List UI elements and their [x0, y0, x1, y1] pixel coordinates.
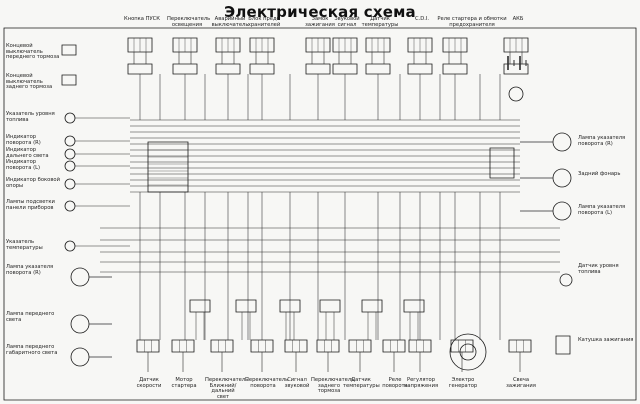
- plug-light-switch: [173, 64, 197, 74]
- coil-ignition-coil: [556, 336, 570, 354]
- label-light-switch: Переключатель освещения: [167, 16, 211, 28]
- plug-emergency-switch: [216, 64, 240, 74]
- connector-horn-button: [285, 340, 307, 352]
- lamp-front-turn-right: [71, 268, 89, 286]
- label-generator: Электро генератор: [448, 377, 478, 389]
- right-junction-block: [490, 148, 514, 178]
- connector-spark-plug: [509, 340, 531, 352]
- plug-battery: [504, 64, 528, 74]
- label-ignition-coil: Катушка зажигания: [578, 337, 634, 343]
- label-horn-button: Сигнал звуковой: [284, 377, 310, 389]
- label-rear-turn-left: Лампа указателя поворота (L): [578, 204, 626, 216]
- label-fuel-level-indicator: Указатель уровня топлива: [6, 111, 55, 123]
- connector-relay-turn: [383, 340, 405, 352]
- label-high-low-switch: Переключатель Ближний/дальний свет: [205, 377, 249, 400]
- lamp-fuel-level-indicator: [65, 113, 75, 123]
- diagram-frame: [4, 28, 636, 400]
- plug-cdi: [408, 64, 432, 74]
- lamp-headlight-high: [71, 348, 89, 366]
- lamp-side-stand-indicator: [65, 179, 75, 189]
- sensor-fuel-level-sensor: [560, 274, 572, 286]
- switch-rear-brake-switch: [62, 75, 76, 85]
- mid-connector: [236, 300, 256, 312]
- diagram-title: Электрическая схема: [224, 3, 416, 21]
- plug-starter-relay: [443, 64, 467, 74]
- label-turn-switch: Переключатель поворота: [245, 377, 289, 389]
- junction-block: [148, 142, 188, 192]
- label-temp-sensor-top: Датчик температуры: [361, 16, 399, 28]
- mid-connector: [404, 300, 424, 312]
- label-turn-indicator-left: Индикатор поворота (L): [6, 159, 41, 171]
- lamp-rear-turn-left: [553, 202, 571, 220]
- lamp-high-beam-indicator: [65, 149, 75, 159]
- plug-temp-sensor-top: [366, 64, 390, 74]
- label-tail-light: Задний фонарь: [578, 171, 621, 177]
- connector-starter-motor: [172, 340, 194, 352]
- label-front-brake-switch-b: Переключатель заднего тормоза: [311, 377, 355, 395]
- switch-front-brake-switch: [62, 45, 76, 55]
- generator-rotor: [460, 344, 476, 360]
- starter-motor-top: [509, 87, 523, 101]
- label-temp-gauge: Указатель температуры: [6, 239, 43, 251]
- plug-horn: [333, 64, 357, 74]
- label-relay-turn: Реле поворота: [382, 377, 408, 389]
- label-headlight-high: Лампа переднего габаритного света: [6, 344, 58, 356]
- label-front-turn-right: Лампа указателя поворота (R): [6, 264, 54, 276]
- plug-start-button: [128, 64, 152, 74]
- label-cdi: C.D.I.: [414, 16, 430, 22]
- lamp-dash-lamps: [65, 201, 75, 211]
- label-speed-sensor: Датчик скорости: [136, 377, 162, 389]
- label-headlight-low: Лампа переднего света: [6, 311, 55, 323]
- lamp-turn-indicator-right: [65, 136, 75, 146]
- label-starter-motor: Мотор стартера: [171, 377, 197, 389]
- mid-connector: [280, 300, 300, 312]
- label-temp-sensor-bottom: Датчик температуры: [343, 377, 380, 389]
- label-fuse-block: Блок предо хранителей: [247, 16, 281, 28]
- connector-high-low-switch: [211, 340, 233, 352]
- generator-stator: [450, 334, 486, 370]
- lamp-rear-turn-right: [553, 133, 571, 151]
- label-spark-plug: Свеча зажигания: [506, 377, 536, 389]
- connector-generator: [451, 340, 473, 352]
- label-start-button: Кнопка ПУСК: [124, 16, 160, 22]
- lamp-tail-light: [553, 169, 571, 187]
- plug-ignition-lock: [306, 64, 330, 74]
- connector-turn-switch: [251, 340, 273, 352]
- label-turn-indicator-right: Индикатор поворота (R): [6, 134, 41, 146]
- label-horn: Звуковой сигнал: [334, 16, 360, 28]
- label-ignition-lock: Замок зажигания: [305, 16, 335, 28]
- label-front-brake-switch: Концевой выключатель переднего тормоза: [6, 43, 60, 61]
- mid-connector: [362, 300, 382, 312]
- label-side-stand-indicator: Индикатор боковой опоры: [6, 177, 60, 189]
- label-emergency-switch: Аварийный выключатель: [211, 16, 249, 28]
- label-dash-lamps: Лампы подсветки панели приборов: [6, 199, 55, 211]
- mid-connector: [190, 300, 210, 312]
- connector-voltage-regulator: [409, 340, 431, 352]
- connector-speed-sensor: [137, 340, 159, 352]
- label-starter-relay: Реле стартера и обмотки предохранителя: [437, 16, 507, 28]
- connector-front-brake-switch-b: [317, 340, 339, 352]
- plug-fuse-block: [250, 64, 274, 74]
- mid-connector: [320, 300, 340, 312]
- lamp-temp-gauge: [65, 241, 75, 251]
- label-high-beam-indicator: Индикатор дальнего света: [6, 147, 49, 159]
- label-voltage-regulator: Регулятор напряжения: [403, 377, 439, 389]
- label-rear-turn-right: Лампа указателя поворота (R): [578, 135, 626, 147]
- lamp-headlight-low: [71, 315, 89, 333]
- label-battery: АКБ: [512, 16, 524, 22]
- label-rear-brake-switch: Концевой выключатель заднего тормоза: [6, 73, 53, 91]
- lamp-turn-indicator-left: [65, 161, 75, 171]
- label-fuel-level-sensor: Датчик уровня топлива: [578, 263, 619, 275]
- connector-temp-sensor-bottom: [349, 340, 371, 352]
